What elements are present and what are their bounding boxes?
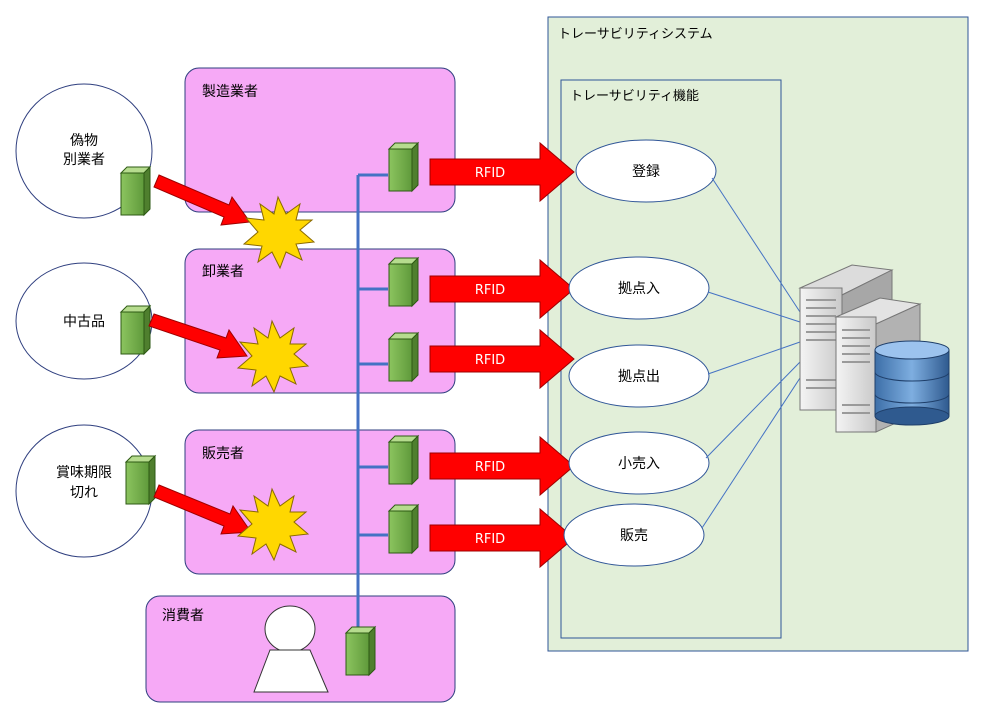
rfid-arrow: RFID: [429, 142, 575, 202]
svg-text:別業者: 別業者: [63, 152, 105, 168]
database-icon: [874, 340, 950, 426]
system-title: トレーサビリティシステム: [558, 27, 713, 42]
function-retail-in: 小売入: [568, 431, 710, 495]
svg-text:販売: 販売: [620, 528, 648, 544]
rfid-tag-icon: [388, 142, 419, 192]
wholesaler-label: 卸業者: [202, 264, 244, 280]
threat-used-goods: 中古品: [15, 262, 153, 380]
manufacturer-label: 製造業者: [202, 84, 258, 100]
svg-text:偽物: 偽物: [70, 133, 98, 149]
svg-text:賞味期限: 賞味期限: [56, 465, 112, 481]
svg-text:拠点出: 拠点出: [618, 369, 660, 385]
threat-expired: 賞味期限 切れ: [15, 424, 153, 558]
rfid-arrow-label: RFID: [475, 532, 505, 547]
rfid-arrow-label: RFID: [475, 283, 505, 298]
function-sale: 販売: [563, 503, 705, 567]
attack-arrow: [148, 313, 248, 359]
server-connectors: [701, 177, 801, 529]
function-register: 登録: [575, 139, 717, 203]
attack-arrow: [153, 484, 252, 535]
distribution-flow-lines: [356, 173, 388, 632]
rfid-tag-icon: [120, 305, 151, 355]
rfid-tag-icon: [125, 455, 156, 505]
svg-text:小売入: 小売入: [618, 456, 660, 472]
rfid-arrow: RFID: [429, 436, 575, 496]
function-hub-out: 拠点出: [568, 344, 710, 408]
svg-text:切れ: 切れ: [70, 485, 98, 501]
rfid-tag-icon: [388, 435, 419, 485]
rfid-tag-icon: [388, 332, 419, 382]
rfid-arrow: RFID: [429, 259, 575, 319]
threat-counterfeit: 偽物 別業者: [15, 83, 153, 219]
rfid-arrow: RFID: [429, 508, 575, 568]
function-hub-in: 拠点入: [568, 256, 710, 320]
function-box-title: トレーサビリティ機能: [570, 89, 699, 104]
rfid-tag-icon: [388, 257, 419, 307]
rfid-arrow: RFID: [429, 329, 575, 389]
rfid-arrow-label: RFID: [475, 166, 505, 181]
attack-arrow: [153, 174, 251, 226]
seller-label: 販売者: [202, 446, 244, 462]
rfid-arrow-label: RFID: [475, 353, 505, 368]
person-icon: [253, 605, 329, 693]
consumer-label: 消費者: [162, 608, 204, 624]
rfid-arrow-label: RFID: [475, 460, 505, 475]
rfid-tag-icon: [120, 166, 151, 216]
rfid-tag-icon: [388, 504, 419, 554]
svg-text:拠点入: 拠点入: [618, 281, 660, 297]
svg-text:登録: 登録: [632, 164, 660, 180]
svg-text:中古品: 中古品: [63, 314, 105, 330]
rfid-tag-icon: [345, 626, 376, 676]
